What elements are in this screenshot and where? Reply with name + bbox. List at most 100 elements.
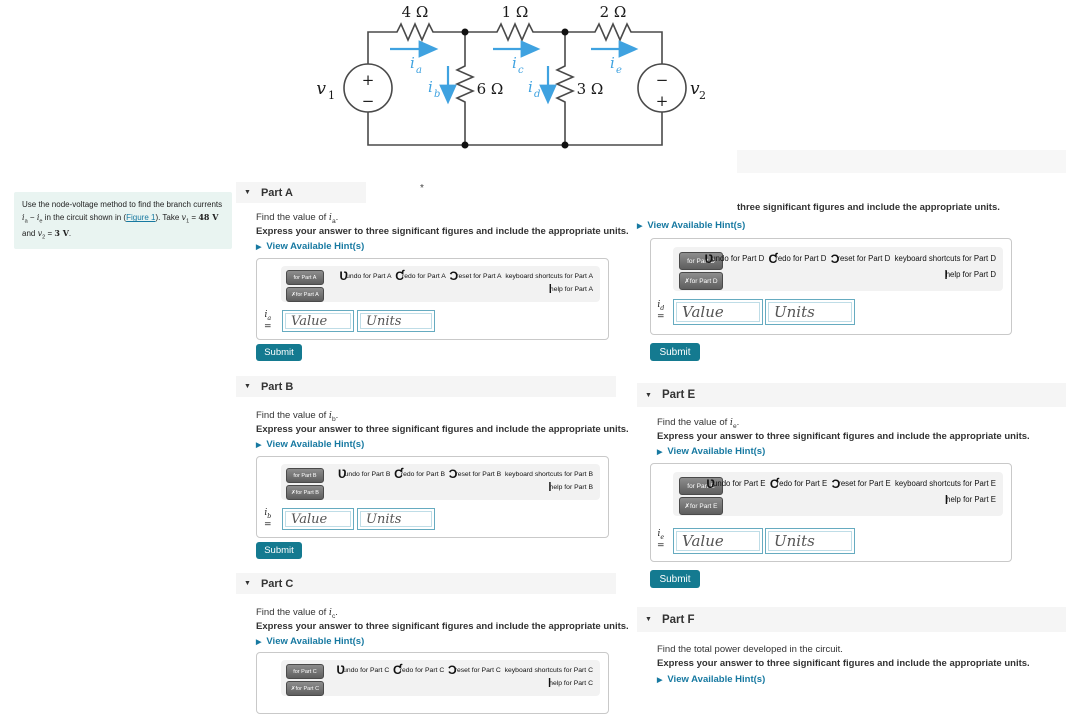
- part-e-value-input[interactable]: [673, 528, 763, 554]
- part-c-hint-link[interactable]: ▶ View Available Hint(s): [256, 636, 364, 647]
- math-symbol: i: [729, 417, 733, 428]
- keyboard-shortcuts-label[interactable]: keyboard shortcuts for Part B: [504, 471, 593, 478]
- help-icon[interactable]: ǀ: [547, 676, 552, 690]
- math-subscript: c: [331, 612, 336, 620]
- reset-icon[interactable]: Ɔ: [830, 252, 840, 266]
- part-b-units-input[interactable]: [357, 508, 435, 530]
- reset-icon[interactable]: Ɔ: [831, 477, 841, 491]
- broken-x-icon: ✗: [684, 278, 690, 285]
- math-subscript: a: [331, 217, 336, 225]
- part-b-value-input[interactable]: [282, 508, 354, 530]
- help-icon[interactable]: ǀ: [944, 493, 949, 507]
- undo-label[interactable]: undo for Part D: [711, 254, 765, 263]
- redo-label[interactable]: redo for Part E: [776, 479, 828, 488]
- reset-icon[interactable]: Ɔ: [448, 467, 458, 481]
- help-icon[interactable]: ǀ: [548, 282, 553, 296]
- part-d-hint-link[interactable]: ▶ View Available Hint(s): [637, 220, 745, 231]
- math-template-button[interactable]: for Part D: [679, 252, 723, 270]
- part-b-submit-button[interactable]: Submit: [256, 542, 302, 559]
- reset-icon[interactable]: Ɔ: [449, 269, 459, 283]
- find-prefix: Find the value of: [256, 607, 329, 618]
- part-a-units-input[interactable]: [357, 310, 435, 332]
- part-d-value-input[interactable]: [673, 299, 763, 325]
- math-v2: v: [37, 228, 43, 238]
- math-template-button[interactable]: for Part B: [286, 468, 324, 483]
- part-a-header[interactable]: ▼ Part A: [236, 182, 366, 203]
- label-3ohm: 3 Ω: [577, 80, 604, 98]
- part-d-units-input[interactable]: [765, 299, 855, 325]
- part-e-units-input[interactable]: [765, 528, 855, 554]
- redo-label[interactable]: redo for Part B: [400, 471, 446, 478]
- help-label[interactable]: help for Part D: [945, 270, 996, 279]
- part-a-submit-button[interactable]: Submit: [256, 344, 302, 361]
- redo-icon[interactable]: Ƈ: [394, 467, 403, 481]
- symbol-sub: d: [660, 304, 665, 312]
- units-template-button[interactable]: ✗for Part D: [679, 272, 723, 290]
- hint-caret-icon: ▶: [637, 222, 643, 230]
- part-c-header[interactable]: ▼ Part C: [236, 573, 616, 594]
- reset-label[interactable]: reset for Part B: [455, 471, 502, 478]
- help-label[interactable]: help for Part B: [549, 484, 593, 491]
- label-current-ie: i: [610, 54, 615, 72]
- units-template-button[interactable]: ✗for Part A: [286, 287, 324, 302]
- units-template-button[interactable]: ✗for Part B: [286, 485, 324, 500]
- help-icon[interactable]: ǀ: [548, 480, 552, 494]
- redo-icon[interactable]: Ƈ: [393, 663, 402, 677]
- part-e-hint-link[interactable]: ▶ View Available Hint(s): [657, 446, 765, 457]
- asterisk-marker: *: [420, 183, 424, 194]
- redo-icon[interactable]: Ƈ: [769, 477, 779, 491]
- undo-label[interactable]: undo for Part E: [713, 479, 766, 488]
- part-a-value-input[interactable]: [282, 310, 354, 332]
- part-b-hint-link[interactable]: ▶ View Available Hint(s): [256, 439, 364, 450]
- math-template-button[interactable]: for Part C: [286, 664, 324, 679]
- help-label[interactable]: help for Part E: [946, 495, 996, 504]
- part-f-header[interactable]: ▼ Part F: [637, 607, 1066, 632]
- undo-label[interactable]: undo for Part A: [346, 273, 392, 280]
- part-e-submit-button[interactable]: Submit: [650, 570, 700, 588]
- part-d-toolbar: for Part D ✗for Part D Ʋundo for Part D …: [673, 247, 1003, 291]
- current-arrows: [390, 40, 639, 105]
- keyboard-shortcuts-label[interactable]: keyboard shortcuts for Part D: [894, 254, 996, 263]
- part-d-submit-button[interactable]: Submit: [650, 343, 700, 361]
- undo-icon[interactable]: Ʋ: [706, 477, 715, 491]
- reset-label[interactable]: reset for Part C: [454, 667, 501, 674]
- help-icon[interactable]: ǀ: [944, 268, 948, 282]
- math-ie: i: [36, 213, 40, 223]
- redo-label[interactable]: redo for Part C: [399, 667, 445, 674]
- undo-icon[interactable]: Ʋ: [339, 269, 348, 283]
- undo-icon[interactable]: Ʋ: [336, 663, 345, 677]
- symbol-sub: a: [267, 314, 272, 322]
- units-template-button[interactable]: ✗for Part E: [679, 497, 723, 515]
- hint-caret-icon: ▶: [657, 448, 663, 456]
- units-template-button[interactable]: ✗for Part C: [286, 681, 324, 696]
- math-template-button[interactable]: for Part E: [679, 477, 723, 495]
- redo-label[interactable]: redo for Part A: [401, 273, 446, 280]
- part-a-answer-symbol: ia =: [264, 310, 272, 333]
- help-label[interactable]: help for Part A: [549, 286, 593, 293]
- collapse-caret-icon: ▼: [244, 580, 251, 587]
- redo-icon[interactable]: Ƈ: [768, 252, 778, 266]
- keyboard-shortcuts-label[interactable]: keyboard shortcuts for Part C: [504, 667, 593, 674]
- undo-label[interactable]: undo for Part C: [343, 667, 390, 674]
- part-b-header[interactable]: ▼ Part B: [236, 376, 616, 397]
- reset-label[interactable]: reset for Part E: [838, 479, 891, 488]
- part-a-hint-link[interactable]: ▶ View Available Hint(s): [256, 241, 364, 252]
- equals: =: [657, 311, 665, 322]
- figure-1-link[interactable]: Figure 1: [126, 213, 156, 223]
- undo-icon[interactable]: Ʋ: [337, 467, 347, 481]
- redo-icon[interactable]: Ƈ: [395, 269, 404, 283]
- undo-icon[interactable]: Ʋ: [704, 252, 714, 266]
- part-e-header[interactable]: ▼ Part E: [637, 383, 1066, 407]
- undo-label[interactable]: undo for Part B: [344, 471, 391, 478]
- symbol: i: [264, 310, 268, 320]
- reset-label[interactable]: reset for Part A: [456, 273, 502, 280]
- keyboard-shortcuts-label[interactable]: keyboard shortcuts for Part A: [505, 273, 593, 280]
- label-v1: v: [316, 79, 326, 99]
- help-label[interactable]: help for Part C: [549, 680, 593, 687]
- reset-icon[interactable]: Ɔ: [448, 663, 457, 677]
- keyboard-shortcuts-label[interactable]: keyboard shortcuts for Part E: [895, 479, 996, 488]
- redo-label[interactable]: redo for Part D: [775, 254, 827, 263]
- math-template-button[interactable]: for Part A: [286, 270, 324, 285]
- reset-label[interactable]: reset for Part D: [837, 254, 891, 263]
- part-f-hint-link[interactable]: ▶ View Available Hint(s): [657, 674, 765, 685]
